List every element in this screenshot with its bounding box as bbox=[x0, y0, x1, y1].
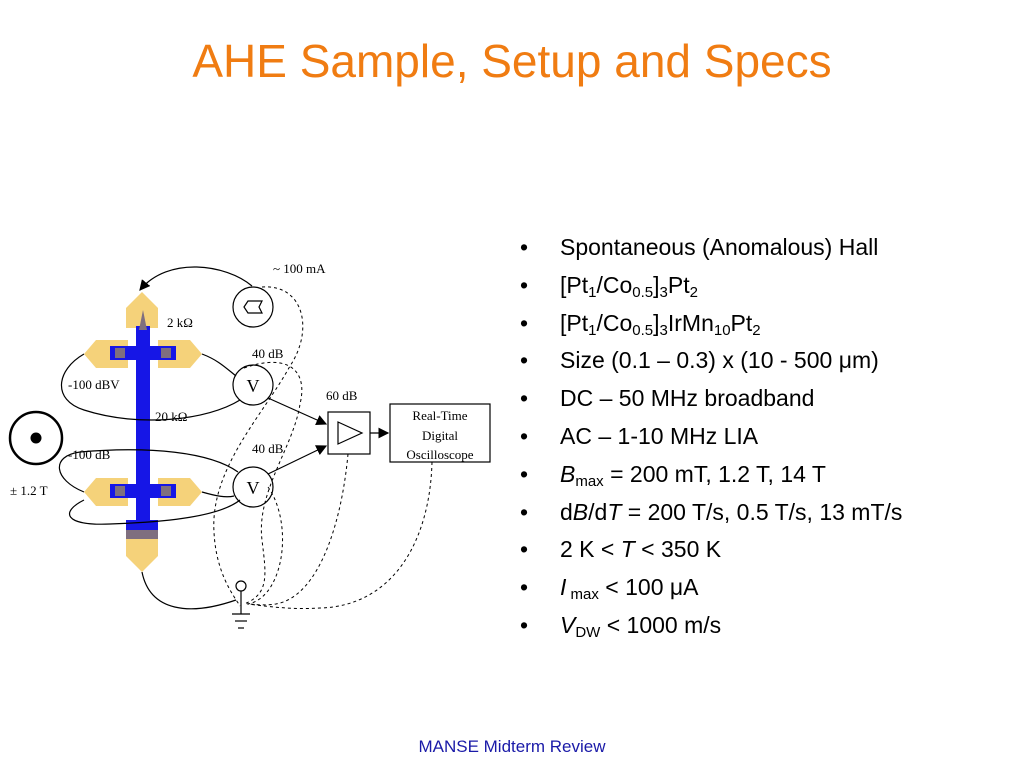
scope-line-1: Real-Time bbox=[412, 408, 467, 423]
bullet-vdw: VDW < 1000 m/s bbox=[520, 610, 1020, 648]
shield-scope bbox=[247, 461, 433, 610]
voltmeter-bottom bbox=[232, 466, 274, 508]
hall-arm-top bbox=[110, 346, 176, 360]
bullet-size: Size (0.1 – 0.3) x (10 - 500 μm) bbox=[520, 345, 1020, 383]
current-source bbox=[232, 286, 274, 328]
bullet-dc-broadband: DC – 50 MHz broadband bbox=[520, 383, 1020, 421]
contact-left-bottom bbox=[115, 486, 125, 496]
shield-amp bbox=[247, 453, 349, 606]
magnetic-field-indicator bbox=[8, 410, 64, 466]
bullet-spontaneous-hall: Spontaneous (Anomalous) Hall bbox=[520, 232, 1020, 270]
bullet-temperature: 2 K < T < 350 K bbox=[520, 534, 1020, 572]
top-current-pad bbox=[126, 292, 158, 328]
wire-bottom-outer-loop bbox=[68, 499, 241, 525]
shield-vm-bottom bbox=[245, 486, 284, 605]
footer: MANSE Midterm Review bbox=[418, 737, 606, 756]
field-label: ± 1.2 T bbox=[10, 483, 48, 498]
voltmeter-top-label: V bbox=[247, 376, 260, 396]
ahe-setup-diagram: ± 1.2 T ~ 100 mA V V 2 kΩ 40 dB -100 dBV… bbox=[8, 261, 491, 629]
bullet-imax: I max < 100 μA bbox=[520, 572, 1020, 610]
amp-bottom-gain: 40 dB bbox=[252, 441, 284, 456]
amplifier-box bbox=[327, 411, 371, 455]
specs-list: Spontaneous (Anomalous) Hall [Pt1/Co0.5]… bbox=[520, 232, 1020, 648]
oscilloscope-box bbox=[389, 403, 491, 463]
wire-top-left-loop bbox=[60, 353, 241, 421]
amp-main-gain: 60 dB bbox=[326, 388, 358, 403]
current-arrow-wire bbox=[139, 266, 253, 291]
contact-right-bottom bbox=[161, 486, 171, 496]
bottom-current-pad bbox=[126, 538, 158, 572]
scope-line-2: Digital bbox=[422, 428, 458, 443]
cmrr-bottom-label: -100 dB bbox=[68, 447, 111, 462]
field-circle bbox=[8, 410, 64, 466]
hall-bar-channel bbox=[136, 326, 150, 522]
bullet-stack-pt-co: [Pt1/Co0.5]3Pt2 bbox=[520, 270, 1020, 308]
voltmeter-top bbox=[232, 364, 274, 406]
vm-top-to-amp bbox=[267, 397, 328, 426]
contact-left-top bbox=[115, 348, 125, 358]
voltmeter-bottom-label: V bbox=[247, 478, 260, 498]
current-label: ~ 100 mA bbox=[273, 261, 326, 276]
cmrr-top-label: -100 dBV bbox=[68, 377, 120, 392]
slide-title: AHE Sample, Setup and Specs bbox=[192, 35, 832, 87]
bullet-sweep-rate: dB/dT = 200 T/s, 0.5 T/s, 13 mT/s bbox=[520, 497, 1020, 535]
amp-top-gain: 40 dB bbox=[252, 346, 284, 361]
field-dot bbox=[30, 432, 42, 444]
amplifier-icon bbox=[337, 421, 364, 445]
shield-lines bbox=[213, 286, 433, 610]
vm-bottom-to-amp bbox=[267, 445, 328, 475]
hall-arm-bottom bbox=[110, 484, 176, 498]
shield-vm-top bbox=[243, 361, 303, 605]
hall-bar-sample bbox=[84, 292, 202, 572]
ground-node bbox=[235, 580, 247, 592]
shield-current-source bbox=[213, 286, 304, 607]
resistor-top-label: 2 kΩ bbox=[167, 315, 193, 330]
hall-bar-foot bbox=[126, 520, 158, 530]
contact-right-top bbox=[161, 348, 171, 358]
top-contact bbox=[139, 310, 147, 330]
wire-top-right-to-vm bbox=[201, 353, 237, 377]
current-return-wire bbox=[141, 571, 237, 610]
resistor-mid-label: 20 kΩ bbox=[155, 409, 187, 424]
wire-bottom-right-to-vm bbox=[201, 491, 235, 498]
bullet-ac-lia: AC – 1-10 MHz LIA bbox=[520, 421, 1020, 459]
contact-bottom bbox=[126, 530, 158, 539]
bullet-bmax: Bmax = 200 mT, 1.2 T, 14 T bbox=[520, 459, 1020, 497]
bullet-stack-irmn: [Pt1/Co0.5]3IrMn10Pt2 bbox=[520, 308, 1020, 346]
current-source-symbol bbox=[243, 300, 263, 314]
scope-line-3: Oscilloscope bbox=[406, 447, 473, 462]
wire-bottom-left-loop bbox=[58, 449, 239, 493]
